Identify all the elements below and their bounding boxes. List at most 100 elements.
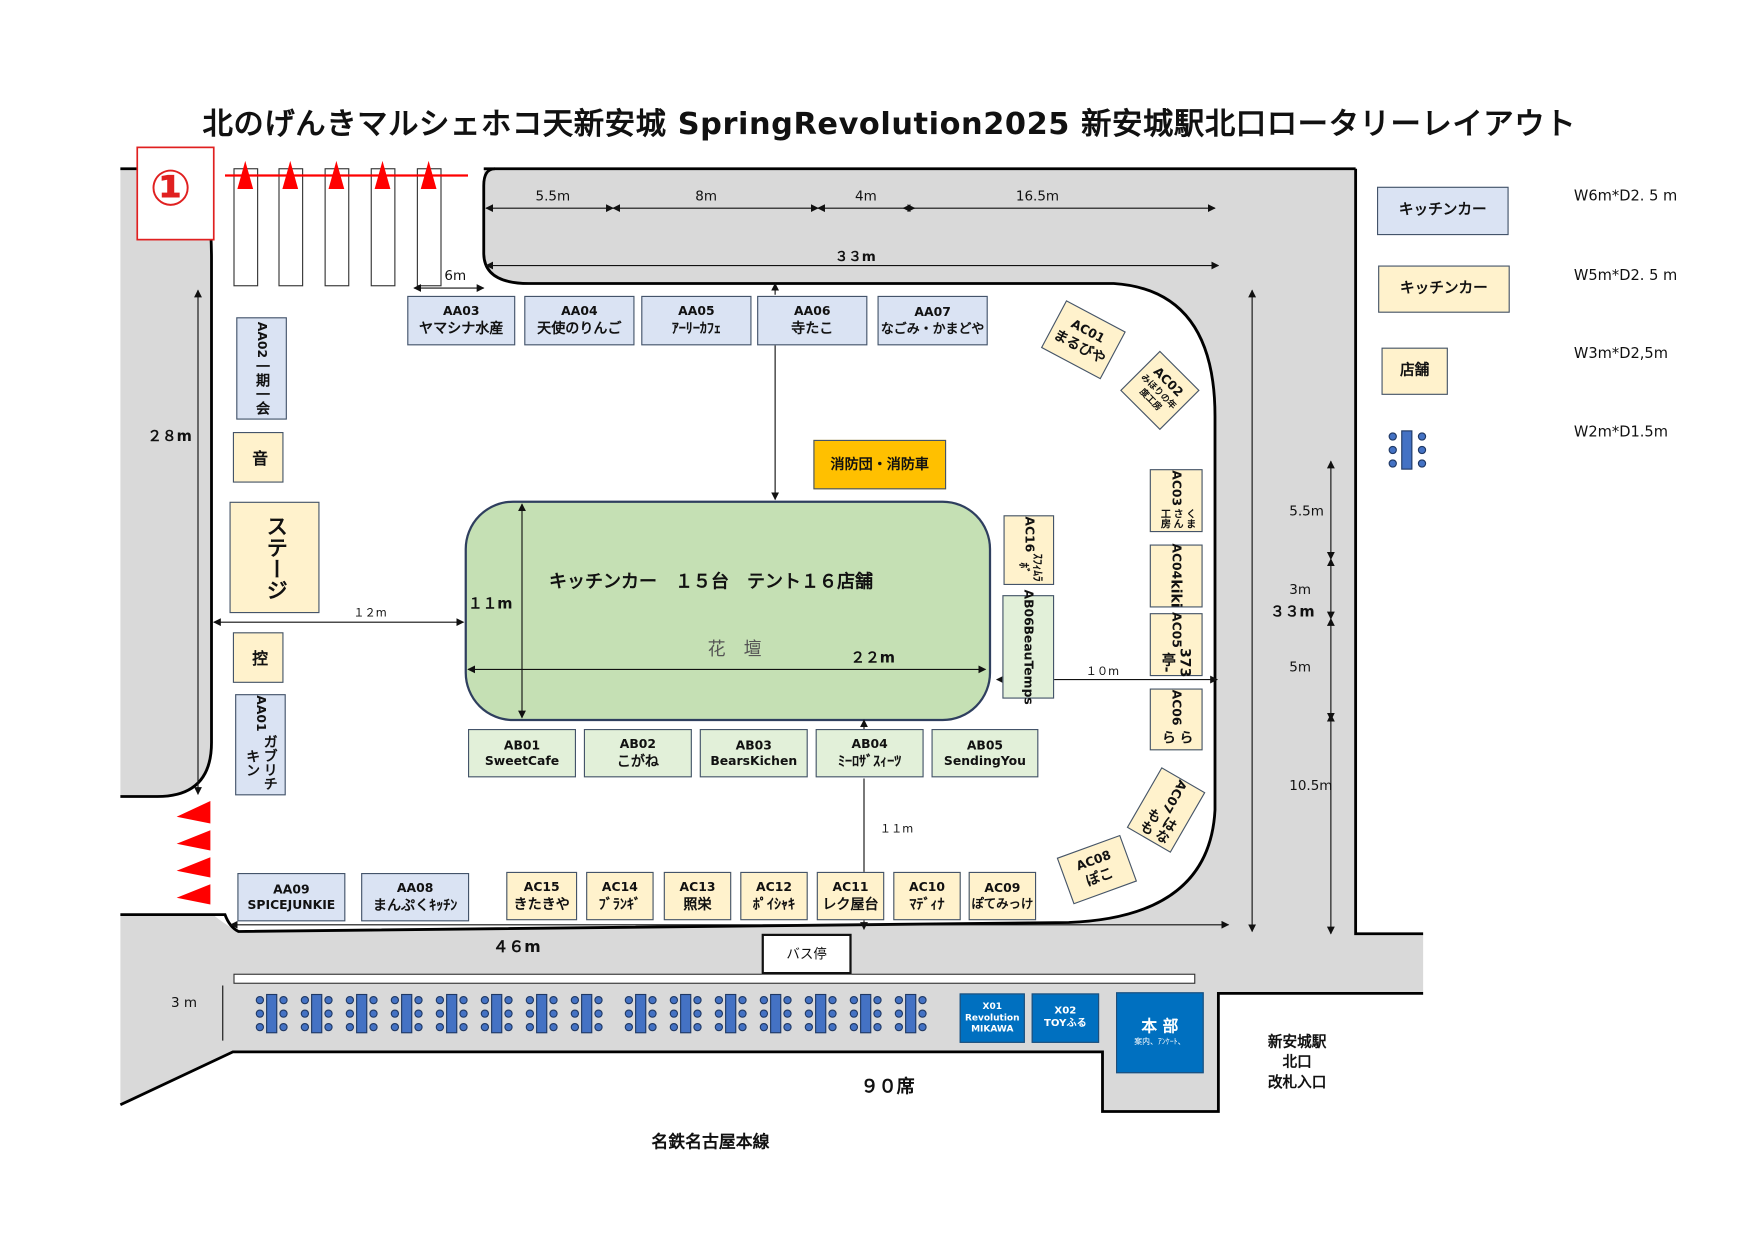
dim-label: １１m: [468, 596, 513, 614]
seat: [693, 1022, 702, 1032]
legend-table-icon: [1388, 430, 1427, 470]
seating-table-group: [570, 993, 603, 1034]
booth-name: 一期一会: [253, 358, 271, 415]
booth-id: AC12: [756, 879, 792, 895]
station-line: 新安城駅: [1267, 1033, 1327, 1051]
seat: [828, 1009, 837, 1018]
seat: [894, 1009, 904, 1018]
seat: [459, 995, 468, 1005]
booth-name: ガブリチキン: [243, 734, 279, 792]
stage: ステージ: [229, 501, 320, 614]
booth-name: SendingYou: [943, 753, 1026, 768]
seat: [525, 995, 535, 1005]
bus-stop: バス停: [761, 933, 852, 975]
booth-id: AC13: [679, 879, 716, 895]
table: [356, 993, 368, 1034]
seating-area: [255, 993, 927, 1034]
seating-table-group: [624, 993, 657, 1034]
table: [680, 993, 692, 1034]
seat: [525, 1022, 535, 1032]
seat: [828, 995, 837, 1005]
booth-name: ｽﾌｨﾑﾗﾎﾞ: [1016, 554, 1043, 583]
seat: [504, 1009, 513, 1018]
seat: [648, 1009, 657, 1018]
legend-kitchen-car-large: キッチンカー: [1377, 186, 1509, 236]
seat: [624, 1022, 634, 1032]
area-number-box: [136, 146, 215, 241]
seat: [669, 1022, 679, 1032]
booth-name: kiki: [1168, 579, 1185, 609]
seating-table-group: [345, 993, 378, 1034]
center-summary: キッチンカー １５台 テント１６店舗: [549, 570, 874, 592]
seat: [414, 1022, 423, 1032]
table: [311, 993, 323, 1034]
page-title: 北のげんきマルシェホコ天新安城 SpringRevolution2025 新安城…: [202, 106, 1577, 142]
station-exit-label: 新安城駅北口改札入口: [1268, 1033, 1327, 1094]
seat: [480, 995, 490, 1005]
booth-name: ｱｰﾘｰｶﾌｪ: [671, 319, 721, 337]
seat: [918, 1009, 927, 1018]
seat: [759, 1022, 769, 1032]
seat: [738, 995, 747, 1005]
seat: [804, 1009, 814, 1018]
seat: [414, 1009, 423, 1018]
booth-id: AC04: [1169, 543, 1184, 580]
dim-label: 6m: [444, 267, 467, 284]
table: [401, 993, 413, 1034]
booth-id: AC03: [1169, 470, 1184, 507]
booth-id: AC15: [523, 879, 560, 895]
booth-name: 照栄: [683, 895, 712, 912]
seat: [549, 995, 558, 1005]
booth-id: AA06: [794, 304, 831, 319]
booth-name: TOYふる: [1044, 1018, 1087, 1030]
seat: [369, 995, 378, 1005]
booth-id: X01: [982, 1001, 1002, 1012]
seating-table-group: [849, 993, 882, 1034]
seat: [783, 1022, 792, 1032]
headquarters[interactable]: 本 部案内、ｱﾝｹｰﾄ、: [1116, 992, 1204, 1074]
seat: [549, 1009, 558, 1018]
table: [770, 993, 782, 1034]
booth-id: AC05: [1169, 612, 1184, 648]
seat: [279, 1009, 288, 1018]
booth-name: BearsKichen: [710, 753, 798, 768]
booth-id: AC09: [984, 880, 1021, 896]
seat: [624, 995, 634, 1005]
parking-slots: [233, 168, 442, 287]
station-line: 北口: [1282, 1054, 1312, 1071]
seating-table-group: [255, 993, 288, 1034]
seat: [480, 1022, 490, 1032]
legend-size: W6m*D2. 5 m: [1573, 187, 1678, 205]
seat: [435, 1009, 445, 1018]
